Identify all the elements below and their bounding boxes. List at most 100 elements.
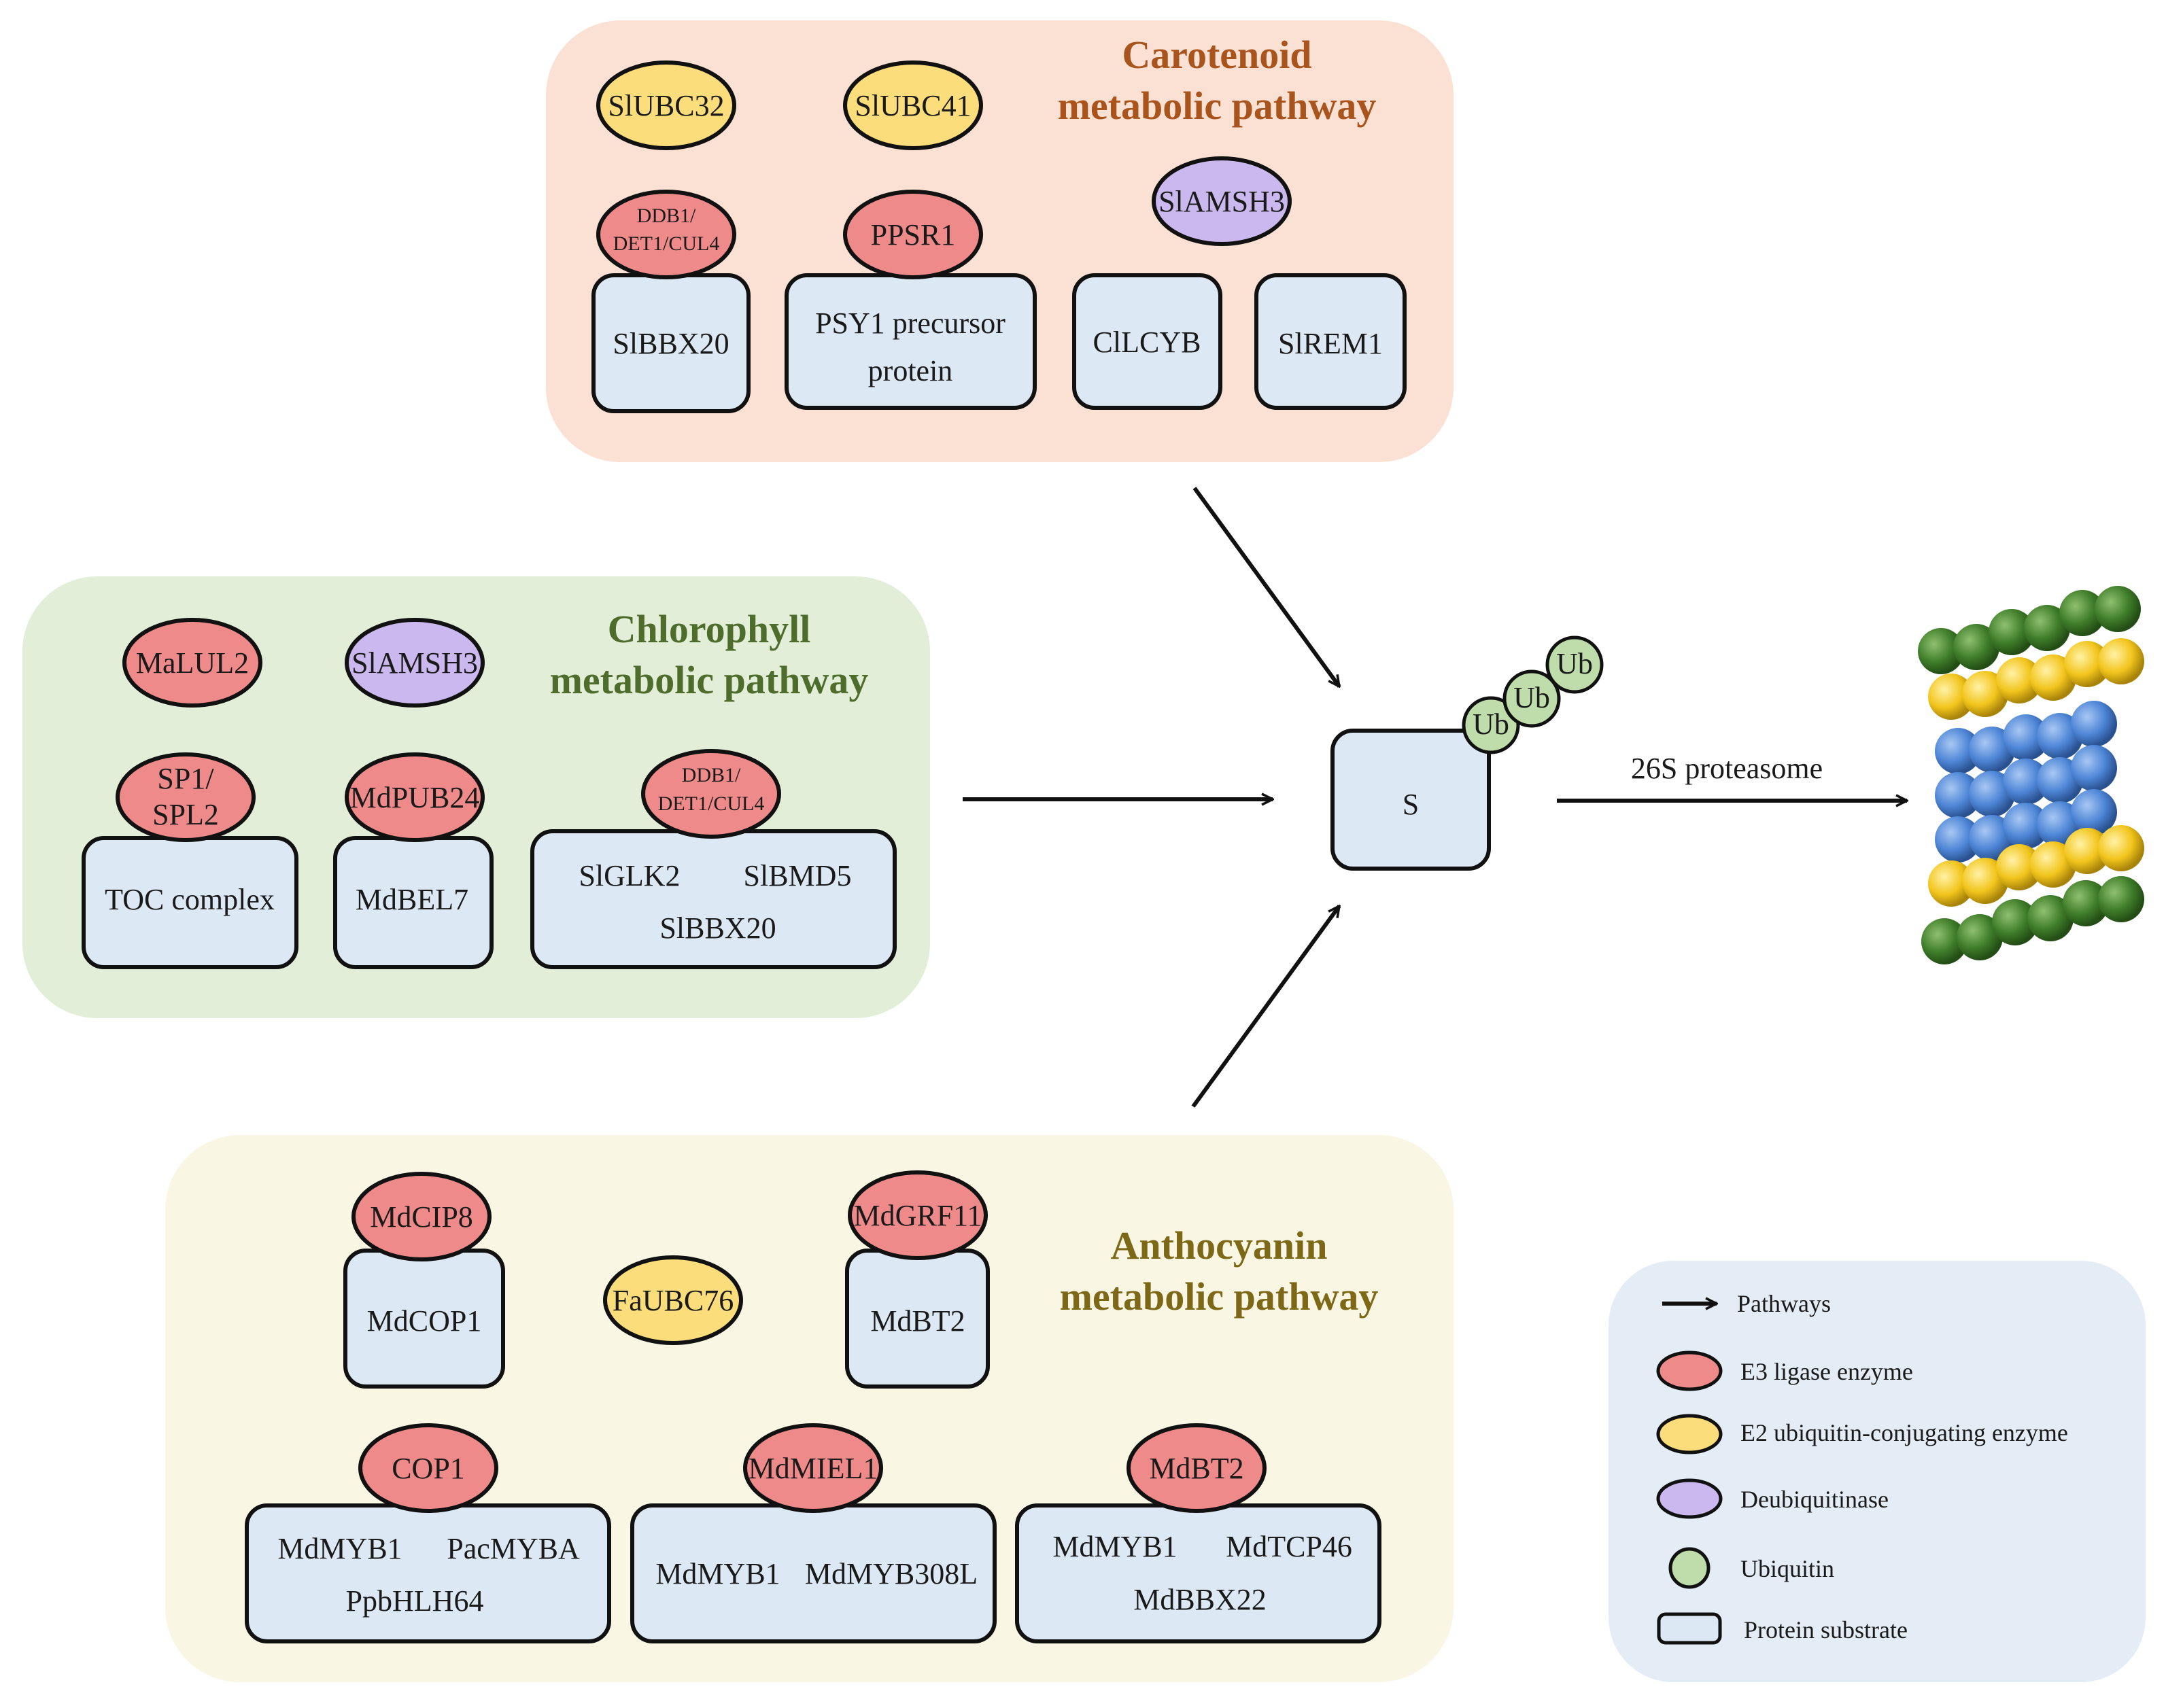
- substrate-label: MdTCP46: [1226, 1530, 1352, 1563]
- legend-background: [1609, 1261, 2146, 1682]
- proteasome-subunit-sphere: [1935, 816, 1981, 862]
- e3-ligase-cop1: COP1: [358, 1423, 498, 1513]
- proteasome-subunit-sphere: [1996, 844, 2042, 890]
- proteasome-subunit-sphere: [2095, 586, 2141, 632]
- dub-label: SlAMSH3: [351, 646, 478, 680]
- e3-label: PPSR1: [871, 218, 956, 251]
- e3-label: MdPUB24: [350, 781, 480, 814]
- legend-e2-swatch: [1656, 1414, 1723, 1454]
- anthocyanin-title-line1: Anthocyanin: [1110, 1223, 1327, 1268]
- e3-ligase-mdcip8: MdCIP8: [351, 1172, 492, 1261]
- e3-label: MdGRF11: [853, 1199, 982, 1232]
- e2-enzyme-slubc41: SlUBC41: [843, 60, 983, 150]
- substrate-label: PacMYBA: [447, 1532, 580, 1565]
- substrate-label: MdMYB1: [655, 1557, 780, 1590]
- substrate-label: SlREM1: [1278, 327, 1383, 360]
- e3-label: MdBT2: [1149, 1452, 1243, 1485]
- chlorophyll-title-line1: Chlorophyll: [608, 607, 811, 651]
- proteasome-subunit-sphere: [1935, 772, 1981, 818]
- proteasome-subunit-sphere: [2071, 701, 2117, 747]
- proteasome-subunit-sphere: [2098, 638, 2144, 684]
- deubiquitinase-slamsh3: SlAMSH3: [1152, 156, 1292, 246]
- dub-label: SlAMSH3: [1158, 185, 1285, 218]
- e3-label-line2: DET1/CUL4: [613, 232, 720, 255]
- e3-ligase-malul2: MaLUL2: [122, 618, 262, 708]
- substrate-mdbel7: MdBEL7: [333, 836, 494, 969]
- e3-ligase-mdgrf11: MdGRF11: [848, 1170, 988, 1260]
- carotenoid-title-line2: metabolic pathway: [1058, 84, 1377, 128]
- proteasome-subunit-sphere: [1928, 674, 1974, 720]
- proteasome-subunit-sphere: [1928, 860, 1974, 907]
- substrate-group-mdmyb1-mdtcp46-mdbbx22: MdMYB1 MdTCP46 MdBBX22: [1015, 1503, 1381, 1643]
- arrow-carotenoid-to-substrate: [1192, 487, 1341, 686]
- e3-ligase-sp1-spl2: SP1/ SPL2: [116, 752, 256, 842]
- substrate-psy1-precursor-protein: PSY1 precursor protein: [785, 273, 1037, 410]
- substrate-group-slglk2-slbmd5-slbbx20: SlGLK2 SlBMD5 SlBBX20: [530, 829, 897, 969]
- substrate-toc-complex: TOC complex: [82, 836, 298, 969]
- e3-ligase-ppsr1: PPSR1: [843, 190, 983, 279]
- legend-e3: E3 ligase enzyme: [1656, 1350, 1913, 1391]
- substrate-label: MdBEL7: [356, 883, 468, 916]
- e2-enzyme-slubc32: SlUBC32: [596, 60, 736, 150]
- carotenoid-panel: Carotenoid metabolic pathway SlUBC32 SlU…: [546, 20, 1454, 462]
- ubiquitin-label: Ub: [1513, 681, 1550, 714]
- legend-ubiquitin: Ubiquitin: [1668, 1547, 1834, 1589]
- substrate-label: MdMYB308L: [805, 1557, 978, 1590]
- arrow-anthocyanin-to-substrate: [1191, 906, 1341, 1108]
- e3-label: MaLUL2: [136, 646, 249, 680]
- substrate-label: ClLCYB: [1093, 326, 1201, 359]
- substrate-label: SlGLK2: [579, 859, 680, 892]
- substrate-label: PpbHLH64: [346, 1584, 484, 1618]
- substrate-s: [1330, 729, 1491, 871]
- carotenoid-title-line1: Carotenoid: [1122, 33, 1311, 77]
- substrate-label: MdBBX22: [1133, 1583, 1267, 1616]
- proteasome-subunit-sphere: [1935, 728, 1981, 774]
- proteasome-subunit-sphere: [2003, 714, 2049, 761]
- e2-enzyme-faubc76: FaUBC76: [603, 1255, 743, 1345]
- legend-substrate: Protein substrate: [1657, 1612, 1908, 1645]
- anthocyanin-panel: Anthocyanin metabolic pathway MdCOP1 MdC…: [165, 1135, 1454, 1682]
- substrate-label: MdBT2: [870, 1304, 965, 1338]
- substrate-group-mdmyb1-pacmyba-ppbhlh64: MdMYB1 PacMYBA PpbHLH64: [245, 1503, 611, 1643]
- e3-label: MdMIEL1: [749, 1452, 878, 1485]
- e3-ligase-mdpub24: MdPUB24: [345, 752, 485, 842]
- ubiquitin-label: Ub: [1473, 708, 1509, 741]
- proteasome-subunit-sphere: [2098, 825, 2144, 871]
- legend-e2: E2 ubiquitin-conjugating enzyme: [1656, 1414, 2068, 1454]
- carotenoid-panel-background: [546, 20, 1454, 462]
- substrate-label: SlBBX20: [659, 911, 776, 945]
- e3-label-line2: SPL2: [152, 798, 219, 831]
- ubiquitin-label: Ub: [1556, 647, 1593, 680]
- substrate-mdcop1: MdCOP1: [343, 1249, 505, 1389]
- e3-ligase-ddb1-det1-cul4: DDB1/ DET1/CUL4: [641, 749, 781, 839]
- proteasome-26s-model: [1918, 586, 2144, 964]
- substrate-label-line2: protein: [868, 354, 953, 387]
- legend-label: Ubiquitin: [1740, 1555, 1834, 1582]
- e3-label-line1: DDB1/: [682, 764, 741, 786]
- substrate-label: SlBMD5: [744, 859, 852, 892]
- e3-label-line1: DDB1/: [637, 205, 696, 227]
- substrate-label-line1: PSY1 precursor: [815, 307, 1005, 340]
- chlorophyll-panel: Chlorophyll metabolic pathway MaLUL2 SlA…: [22, 576, 930, 1018]
- legend-pathways: Pathways: [1662, 1290, 1831, 1317]
- e3-ligase-mdmiel1: MdMIEL1: [743, 1423, 883, 1513]
- proteasome-subunit-sphere: [2003, 759, 2049, 805]
- substrate-label: SlBBX20: [613, 327, 729, 360]
- legend-dub-swatch: [1656, 1478, 1723, 1519]
- e3-ligase-ddb1-det1-cul4: DDB1/ DET1/CUL4: [596, 190, 736, 279]
- proteasome-subunit-sphere: [2063, 880, 2109, 926]
- substrate-slrem1: SlREM1: [1254, 273, 1407, 410]
- substrate-cllcyb: ClLCYB: [1072, 273, 1222, 410]
- e3-label-line2: DET1/CUL4: [658, 792, 765, 815]
- legend-dub: Deubiquitinase: [1656, 1478, 1889, 1519]
- substrate-slbbx20: SlBBX20: [591, 273, 751, 413]
- e3-label-line1: SP1/: [157, 762, 214, 795]
- proteasome-subunit-sphere: [1992, 899, 2038, 945]
- proteasome-subunit-sphere: [1921, 918, 1967, 964]
- e2-label: SlUBC32: [608, 89, 724, 122]
- legend-ubiquitin-swatch: [1668, 1547, 1711, 1589]
- proteasome-label: 26S proteasome: [1631, 752, 1823, 785]
- proteasome-subunit-sphere: [2071, 745, 2117, 791]
- substrate-mdbt2: MdBT2: [845, 1249, 990, 1389]
